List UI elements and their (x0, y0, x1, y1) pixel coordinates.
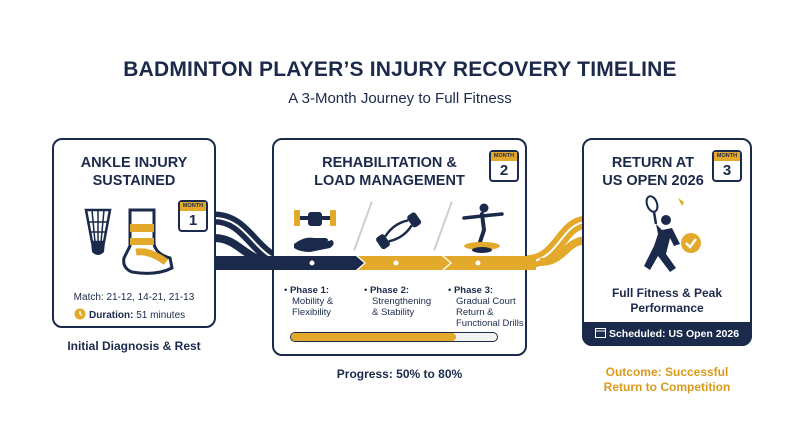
month-1-calendar-icon: MONTH 1 (178, 200, 208, 232)
progress-fill (291, 333, 456, 341)
badminton-player-icon (644, 195, 684, 272)
stage2-card: REHABILITATION & LOAD MANAGEMENT MONTH 2 (272, 138, 527, 356)
dumbbell-hand-icon (294, 210, 336, 252)
ankle-brace-icon (122, 208, 174, 275)
stage3-outcome: Outcome: Successful Return to Competitio… (603, 365, 731, 394)
phase-timeline-arrows (216, 256, 536, 270)
progress-bar (290, 332, 498, 342)
stage1-caption: Initial Diagnosis & Rest (67, 339, 201, 353)
match-duration: Duration: 51 minutes (74, 308, 185, 321)
stopwatch-icon (74, 308, 86, 320)
stage3-card: RETURN AT US OPEN 2026 MONTH 3 Full Fitn… (582, 138, 752, 346)
phase-1: • Phase 1: Mobility & Flexibility (284, 285, 334, 318)
shuttlecock-icon (84, 208, 112, 255)
calendar-icon (594, 328, 606, 338)
divider (433, 201, 453, 251)
resistance-band-icon (376, 212, 422, 250)
divider (353, 201, 373, 251)
progress-caption: Progress: 50% to 80% (336, 367, 463, 381)
scheduled-banner: Scheduled: US Open 2026 (582, 322, 752, 346)
stage3-status: Full Fitness & Peak Performance (611, 286, 723, 315)
stage3-title: RETURN AT US OPEN 2026 (602, 155, 704, 189)
page-title: BADMINTON PLAYER’S INJURY RECOVERY TIMEL… (123, 58, 677, 81)
check-circle-icon (681, 233, 701, 253)
stage2-title: REHABILITATION & LOAD MANAGEMENT (314, 155, 465, 189)
month-3-calendar-icon: MONTH 3 (712, 150, 742, 182)
balance-board-icon (462, 203, 504, 253)
stage1-title: ANKLE INJURY SUSTAINED (80, 155, 188, 189)
phase-3: • Phase 3: Gradual Court Return & Functi… (448, 285, 524, 329)
phase-2: • Phase 2: Strengthening & Stability (364, 285, 432, 318)
stage1-card: ANKLE INJURY SUSTAINED MONTH 1 Match: 21… (52, 138, 216, 328)
match-score: Match: 21-12, 14-21, 21-13 (73, 292, 195, 303)
month-2-calendar-icon: MONTH 2 (489, 150, 519, 182)
page-subtitle: A 3-Month Journey to Full Fitness (288, 90, 512, 107)
